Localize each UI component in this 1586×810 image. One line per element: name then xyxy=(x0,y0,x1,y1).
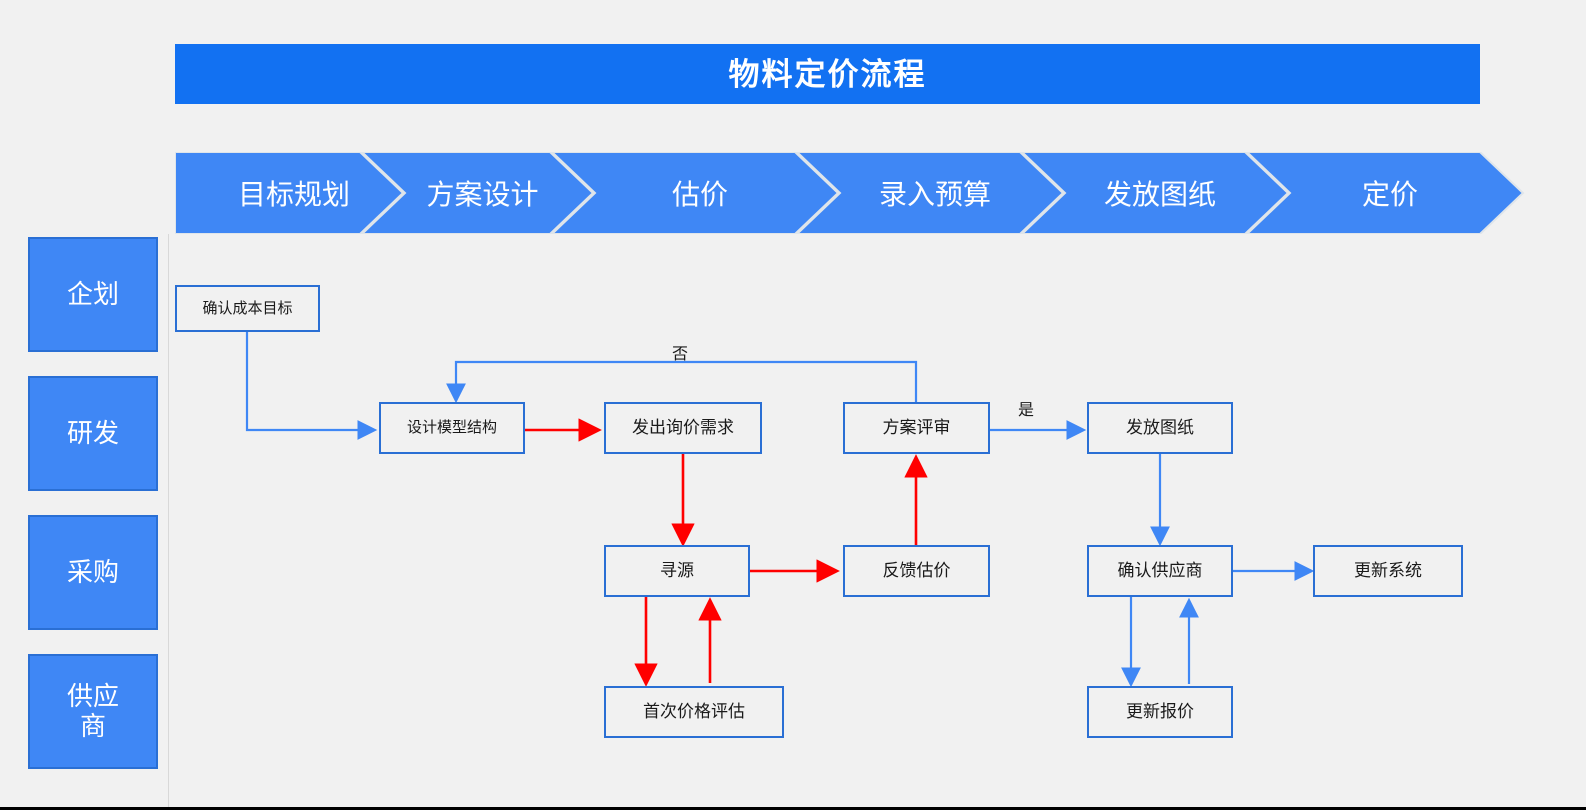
node-release-drawings[interactable]: 发放图纸 xyxy=(1087,402,1233,454)
node-label: 首次价格评估 xyxy=(643,701,745,721)
node-design-model-structure[interactable]: 设计模型结构 xyxy=(379,402,525,454)
diagram-title-banner: 物料定价流程 xyxy=(175,44,1480,104)
node-label: 寻源 xyxy=(660,560,694,580)
lane-text-planning: 企划 xyxy=(66,278,119,309)
edge-label-no: 否 xyxy=(672,346,689,363)
edge-label-yes: 是 xyxy=(1018,402,1035,419)
node-update-quotation[interactable]: 更新报价 xyxy=(1087,686,1233,738)
stage-label-3: 估价 xyxy=(671,179,728,210)
node-feedback-quotation[interactable]: 反馈估价 xyxy=(843,545,990,597)
lane-text-rd: 研发 xyxy=(66,417,119,448)
stage-item-3[interactable]: 估价 xyxy=(552,152,838,234)
node-sourcing[interactable]: 寻源 xyxy=(604,545,750,597)
stage-item-2[interactable]: 方案设计 xyxy=(362,152,593,234)
node-label: 更新报价 xyxy=(1126,701,1194,721)
node-confirm-supplier[interactable]: 确认供应商 xyxy=(1087,545,1233,597)
node-label: 确认成本目标 xyxy=(202,299,293,317)
node-label: 确认供应商 xyxy=(1117,560,1203,580)
node-label: 发放图纸 xyxy=(1126,417,1194,437)
node-initial-price-eval[interactable]: 首次价格评估 xyxy=(604,686,784,738)
stage-chevron-band: 目标规划 方案设计 估价 录入预算 发放图纸 定价 xyxy=(175,152,1525,234)
node-label: 设计模型结构 xyxy=(406,419,497,436)
lane-label-rd[interactable]: 研发 xyxy=(28,376,158,491)
node-confirm-cost-target[interactable]: 确认成本目标 xyxy=(175,285,320,332)
stage-label-2: 方案设计 xyxy=(426,179,539,210)
stage-item-5[interactable]: 发放图纸 xyxy=(1022,152,1288,234)
lane-label-planning[interactable]: 企划 xyxy=(28,237,158,352)
stage-item-6[interactable]: 定价 xyxy=(1247,152,1523,234)
node-label: 发出询价需求 xyxy=(632,417,734,437)
lane-text-supplier: 供应商 xyxy=(66,680,119,741)
page-title: 物料定价流程 xyxy=(728,56,927,92)
node-label: 反馈估价 xyxy=(882,560,951,580)
stage-item-1[interactable]: 目标规划 xyxy=(175,152,403,234)
lane-label-supplier[interactable]: 供应商 xyxy=(28,654,158,769)
node-update-system[interactable]: 更新系统 xyxy=(1313,545,1463,597)
node-label: 更新系统 xyxy=(1354,560,1422,580)
stage-label-5: 发放图纸 xyxy=(1103,179,1216,210)
canvas-left-divider xyxy=(168,234,169,807)
stage-label-6: 定价 xyxy=(1361,179,1418,210)
stage-label-1: 目标规划 xyxy=(237,179,350,210)
stage-item-4[interactable]: 录入预算 xyxy=(797,152,1063,234)
lane-label-purchase[interactable]: 采购 xyxy=(28,515,158,630)
node-label: 方案评审 xyxy=(882,417,951,437)
node-issue-rfq[interactable]: 发出询价需求 xyxy=(604,402,762,454)
node-plan-review[interactable]: 方案评审 xyxy=(843,402,990,454)
stage-label-4: 录入预算 xyxy=(878,179,991,210)
lane-text-purchase: 采购 xyxy=(66,556,119,587)
